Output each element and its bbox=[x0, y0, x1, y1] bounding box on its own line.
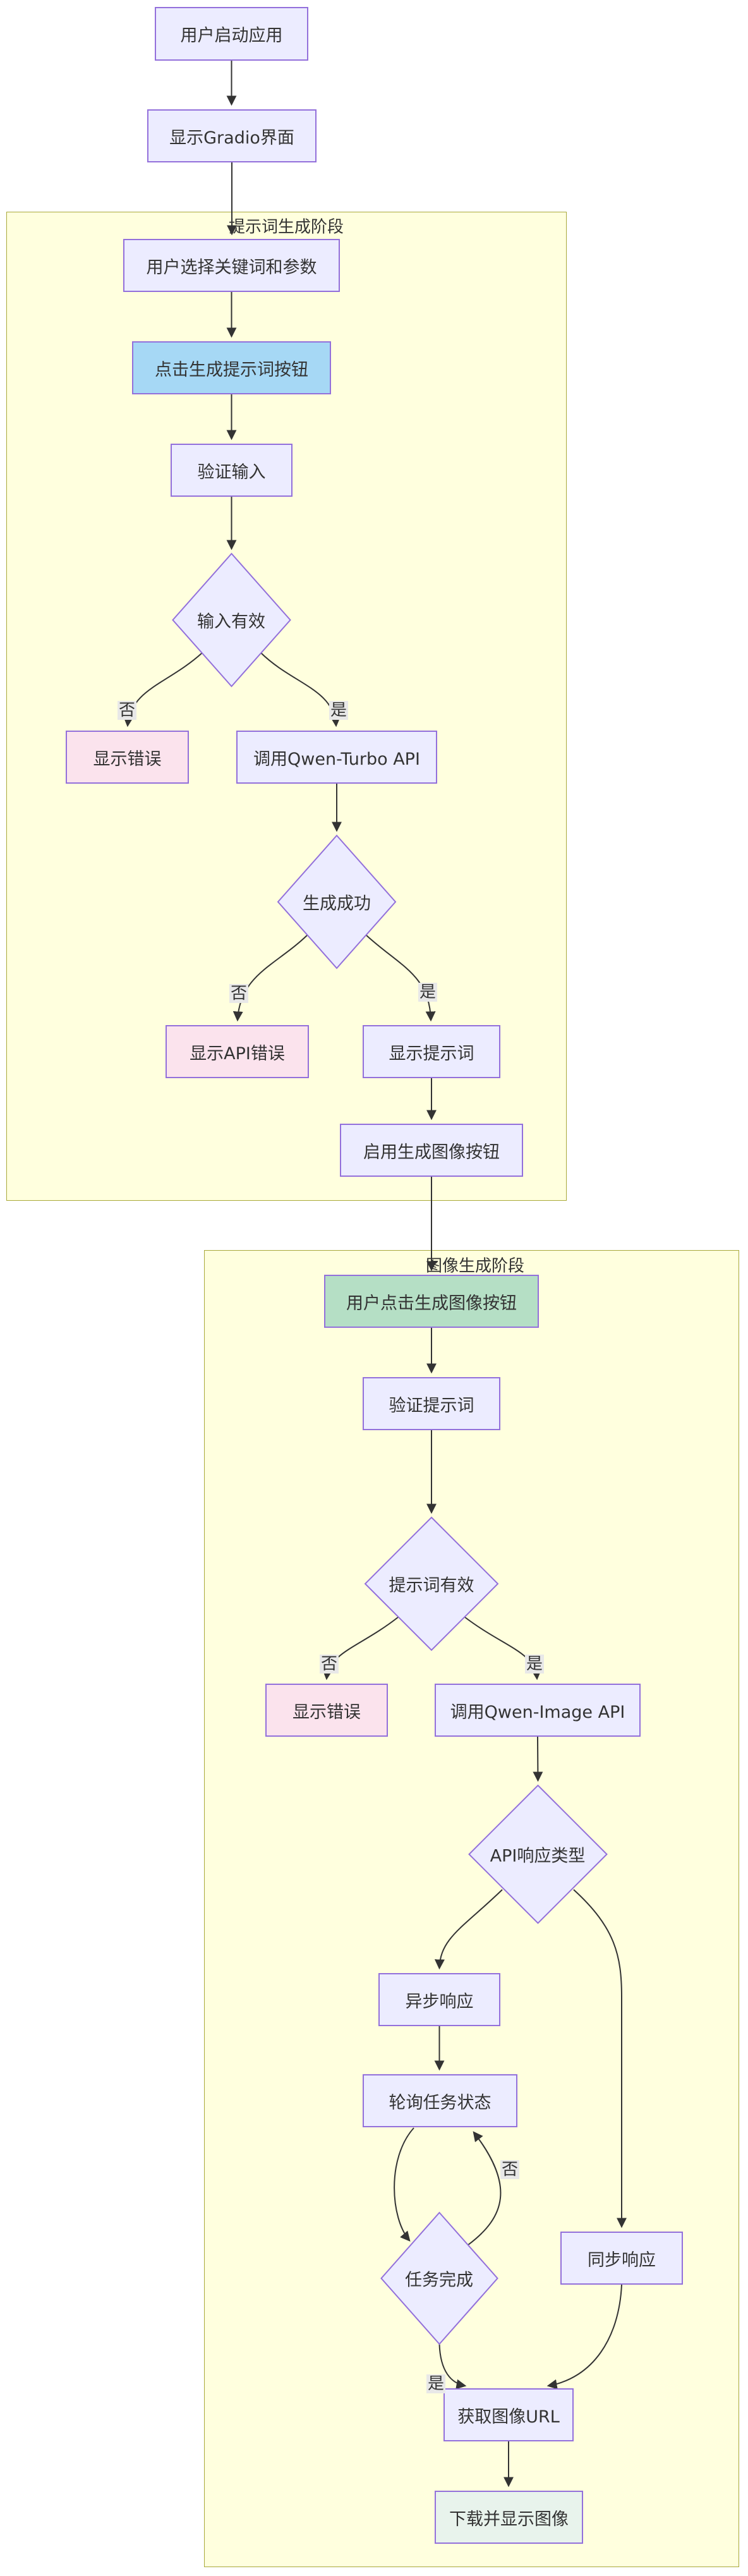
edge-label-promptvalid-yes: 是 bbox=[524, 1655, 545, 1674]
cluster-image-phase bbox=[204, 1250, 739, 2567]
edge-label-gensuccess-no: 否 bbox=[229, 984, 249, 1003]
node-call-qwen-turbo: 调用Qwen-Turbo API bbox=[236, 731, 437, 784]
edge-inputvalid-no bbox=[123, 652, 203, 727]
node-call-qwen-image: 调用Qwen-Image API bbox=[435, 1684, 641, 1737]
edge-label-taskdone-yes: 是 bbox=[426, 2374, 446, 2393]
edge-taskdone-no-loop bbox=[468, 2131, 502, 2245]
cluster-title-prompt-phase: 提示词生成阶段 bbox=[228, 217, 344, 237]
decision-task-done-label: 任务完成 bbox=[405, 2270, 473, 2290]
edge-taskdone-yes bbox=[438, 2343, 467, 2390]
node-select-keywords: 用户选择关键词和参数 bbox=[123, 239, 340, 292]
node-show-gradio: 显示Gradio界面 bbox=[147, 109, 317, 162]
node-get-image-url: 获取图像URL bbox=[443, 2388, 574, 2441]
decision-gen-success-label: 生成成功 bbox=[303, 894, 371, 914]
decision-gen-success-shape bbox=[277, 834, 397, 969]
cluster-title-image-phase: 图像生成阶段 bbox=[425, 1256, 525, 1276]
node-show-prompt: 显示提示词 bbox=[363, 1025, 500, 1078]
edge-label-gensuccess-yes: 是 bbox=[418, 983, 438, 1002]
node-sync-response: 同步响应 bbox=[560, 2232, 683, 2285]
node-click-prompt-button: 点击生成提示词按钮 bbox=[132, 341, 331, 394]
node-poll-task-status: 轮询任务状态 bbox=[363, 2074, 517, 2127]
edge-label-inputvalid-yes: 是 bbox=[329, 701, 349, 720]
edge-sync-to-geturl bbox=[546, 2284, 622, 2390]
edge-inputvalid-yes bbox=[260, 652, 341, 727]
node-show-api-error: 显示API错误 bbox=[166, 1025, 309, 1078]
edge-responsetype-to-async bbox=[434, 1889, 503, 1970]
node-start: 用户启动应用 bbox=[155, 7, 308, 61]
edge-label-inputvalid-no: 否 bbox=[117, 701, 137, 720]
decision-prompt-valid-shape bbox=[364, 1516, 499, 1651]
node-show-error-1: 显示错误 bbox=[66, 731, 189, 784]
node-validate-prompt: 验证提示词 bbox=[363, 1377, 500, 1430]
node-show-error-2: 显示错误 bbox=[265, 1684, 388, 1737]
decision-prompt-valid-label: 提示词有效 bbox=[389, 1576, 474, 1596]
edge-gensuccess-yes bbox=[366, 935, 436, 1022]
decision-task-done-shape bbox=[380, 2211, 498, 2345]
node-enable-image-button: 启用生成图像按钮 bbox=[340, 1124, 523, 1177]
node-validate-input: 验证输入 bbox=[171, 444, 293, 497]
edge-label-taskdone-no: 否 bbox=[500, 2160, 520, 2179]
edge-responsetype-to-sync bbox=[573, 1889, 627, 2228]
edge-gensuccess-no bbox=[232, 935, 308, 1022]
decision-input-valid-shape bbox=[172, 552, 291, 688]
node-download-display: 下载并显示图像 bbox=[435, 2491, 583, 2544]
edge-poll-to-taskdone bbox=[394, 2127, 414, 2242]
decision-input-valid-label: 输入有效 bbox=[197, 612, 265, 632]
decision-api-response-type-shape bbox=[468, 1784, 608, 1924]
node-click-image-button: 用户点击生成图像按钮 bbox=[324, 1275, 539, 1328]
edge-label-promptvalid-no: 否 bbox=[319, 1655, 339, 1674]
decision-api-response-type-label: API响应类型 bbox=[490, 1846, 586, 1866]
node-async-response: 异步响应 bbox=[378, 1973, 500, 2026]
